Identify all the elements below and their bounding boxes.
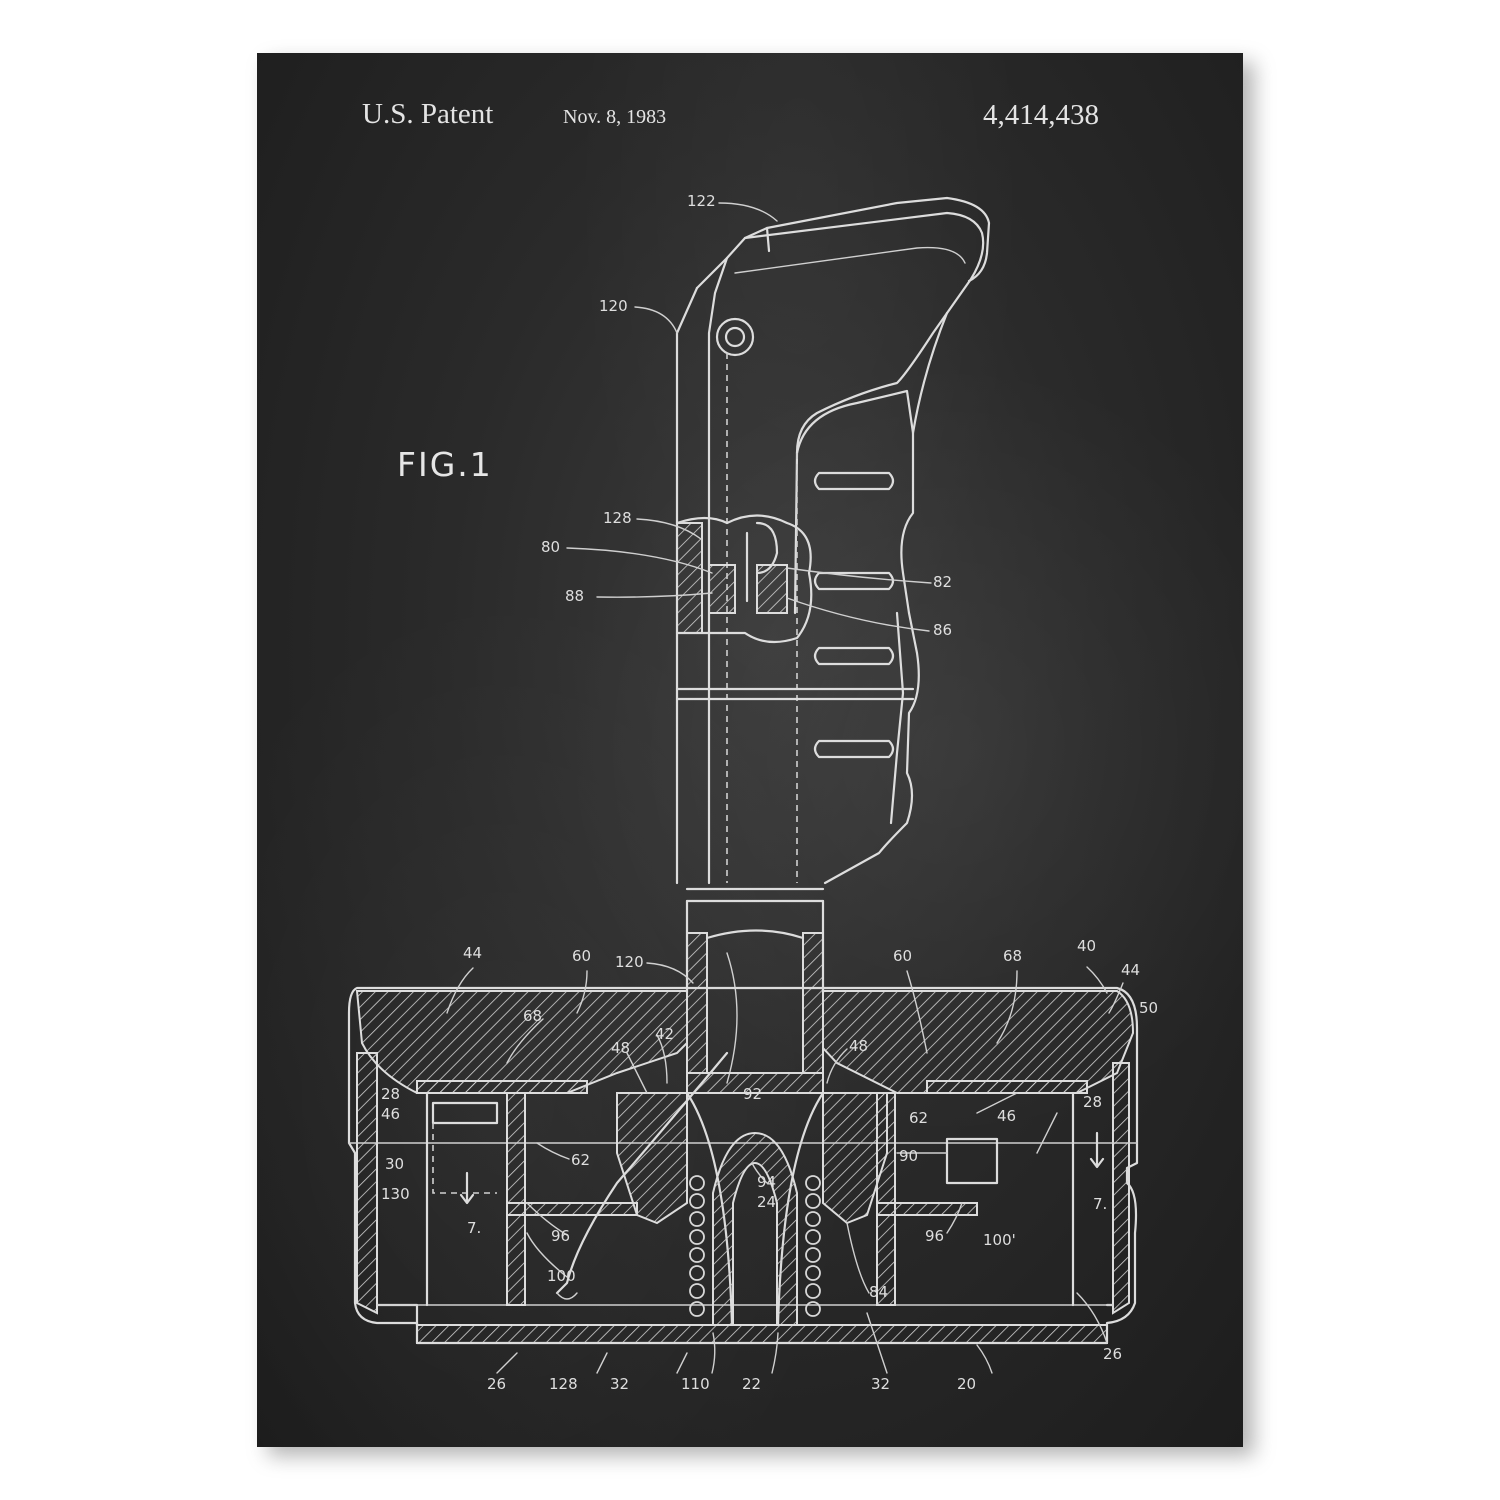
ref-26-left: 26 (487, 1375, 507, 1393)
ref-60-right: 60 (893, 947, 913, 965)
ref-46-left: 46 (381, 1105, 401, 1123)
ref-46-right: 46 (997, 1107, 1017, 1125)
ref-32-right: 32 (871, 1375, 891, 1393)
ref-62-left: 62 (571, 1151, 591, 1169)
joystick-shaft (685, 899, 825, 1084)
joystick-handle (675, 196, 991, 903)
section-mark-right: 7. (1093, 1195, 1108, 1213)
ref-24: 24 (757, 1193, 777, 1211)
ref-128: 128 (603, 509, 632, 527)
coil-spring-right (805, 1175, 821, 1317)
figure-label: FIG.1 (397, 445, 493, 484)
ref-48-right: 48 (849, 1037, 869, 1055)
ref-48-left: 48 (611, 1039, 631, 1057)
ref-130: 130 (381, 1185, 410, 1203)
ref-100-prime: 100' (983, 1231, 1016, 1249)
ref-32-left: 32 (610, 1375, 630, 1393)
ref-28-right: 28 (1083, 1093, 1103, 1111)
joystick-base (347, 986, 1139, 1345)
ref-82: 82 (933, 573, 953, 591)
ref-86: 86 (933, 621, 953, 639)
ref-96-left: 96 (551, 1227, 571, 1245)
patent-date: Nov. 8, 1983 (563, 106, 667, 128)
ref-110: 110 (681, 1375, 710, 1393)
ref-92: 92 (743, 1085, 763, 1103)
chalkboard-canvas: U.S. Patent Nov. 8, 1983 4,414,438 FIG.1 (257, 53, 1243, 1447)
ref-122: 122 (687, 192, 716, 210)
ref-50: 50 (1139, 999, 1159, 1017)
ref-44-right: 44 (1121, 961, 1141, 979)
patent-number: 4,414,438 (983, 99, 1099, 131)
ref-80: 80 (541, 538, 561, 556)
section-mark-left: 7. (467, 1219, 482, 1237)
ref-26-right: 26 (1103, 1345, 1123, 1363)
ref-60-left: 60 (572, 947, 592, 965)
ref-100: 100 (547, 1267, 576, 1285)
ref-120: 120 (599, 297, 628, 315)
ref-128-base: 128 (549, 1375, 578, 1393)
ref-68-left: 68 (523, 1007, 543, 1025)
ref-30: 30 (385, 1155, 405, 1173)
ref-68-right: 68 (1003, 947, 1023, 965)
ref-88: 88 (565, 587, 585, 605)
ref-40: 40 (1077, 937, 1097, 955)
ref-90: 90 (899, 1147, 919, 1165)
ref-120-shaft: 120 (615, 953, 644, 971)
ref-96-right: 96 (925, 1227, 945, 1245)
coil-spring-left (689, 1175, 705, 1317)
ref-94: 94 (757, 1173, 777, 1191)
ref-84: 84 (869, 1283, 889, 1301)
ref-44-left: 44 (463, 944, 483, 962)
ref-28-left: 28 (381, 1085, 401, 1103)
ref-42: 42 (655, 1025, 675, 1043)
patent-label: U.S. Patent (362, 98, 494, 130)
ref-20: 20 (957, 1375, 977, 1393)
ref-22: 22 (742, 1375, 762, 1393)
leader-lines (446, 202, 1124, 1374)
joystick-patent-drawing (347, 196, 1139, 1374)
ref-62-right: 62 (909, 1109, 929, 1127)
